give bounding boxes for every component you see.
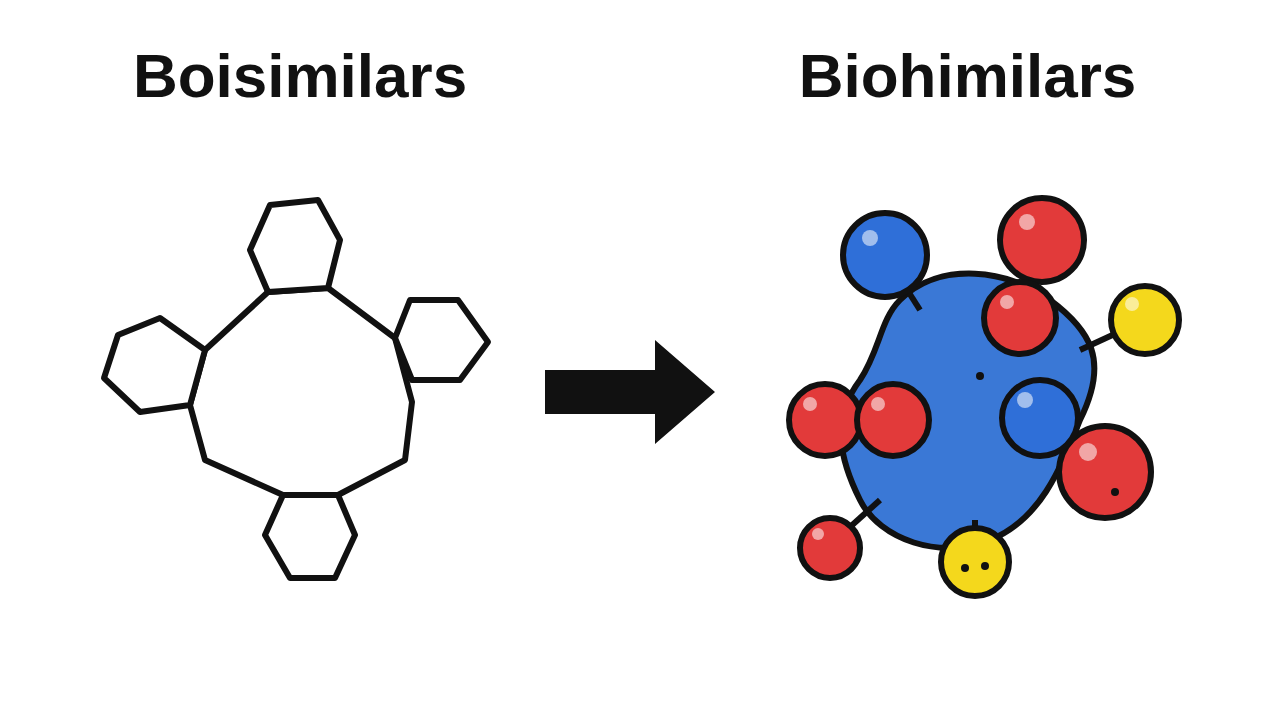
panel-title: Biohimilars	[715, 40, 1220, 111]
molecule-dots	[961, 372, 1119, 572]
panel-title: Boisimilars	[55, 40, 545, 111]
molecule-panel: Biohimilars	[715, 40, 1220, 640]
molecule-panel: Boisimilars	[55, 40, 545, 640]
highlights	[803, 214, 1139, 540]
outline-molecule	[104, 200, 488, 578]
block-arrow	[545, 340, 715, 444]
colored-molecule	[789, 198, 1179, 596]
